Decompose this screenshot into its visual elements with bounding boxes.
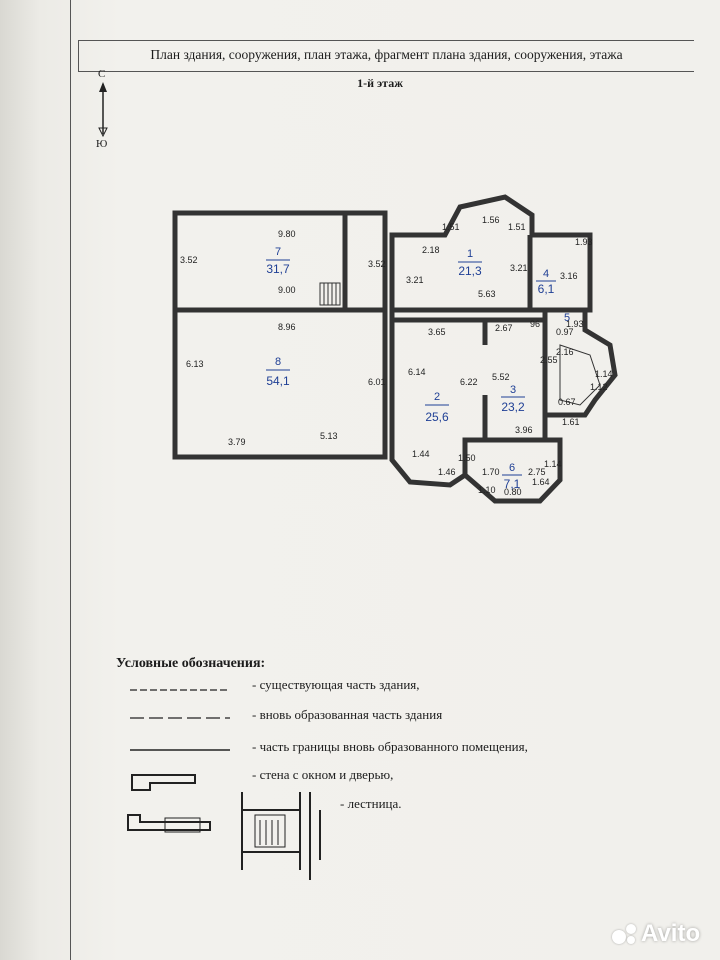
outer-wall-right-bottom	[389, 310, 490, 488]
dim-label: 8.96	[278, 322, 296, 332]
dim-label: 2.18	[422, 245, 440, 255]
dim-label: 3.21	[510, 263, 528, 273]
dim-label: 3.79	[228, 437, 246, 447]
compass: С Ю	[94, 68, 114, 152]
dim-label: 2.55	[540, 355, 558, 365]
legend-item-wall: - стена с окном и дверью,	[252, 767, 394, 782]
room-number-2: 2	[434, 391, 440, 403]
room-number-6: 6	[509, 462, 515, 474]
dim-label: 5.13	[320, 431, 338, 441]
room-area-8: 54,1	[266, 374, 290, 388]
dim-label: 1.14	[595, 369, 613, 379]
dim-label: 96	[530, 319, 540, 329]
legend-item-stairs: - лестница.	[340, 796, 402, 811]
room-number-7: 7	[275, 246, 281, 258]
floor-title: 1-й этаж	[357, 76, 403, 90]
room-number-8: 8	[275, 356, 281, 368]
dim-label: 1.56	[482, 215, 500, 225]
dim-label: 3.16	[560, 271, 578, 281]
dim-label: 1.51	[508, 222, 526, 232]
compass-north-label: С	[98, 68, 106, 80]
legend-symbols	[127, 689, 321, 880]
legend-item-existing: - существующая часть здания,	[252, 677, 420, 692]
dim-label: 6.13	[186, 359, 204, 369]
dim-label: 1.10	[478, 485, 496, 495]
dim-label: 9.80	[278, 229, 296, 239]
dim-label: 0.97	[556, 327, 574, 337]
dim-label: 5.52	[492, 372, 510, 382]
watermark: Avito	[612, 920, 700, 948]
dim-label: 1.51	[442, 222, 460, 232]
floor-plan: 3.52 9.80 9.00 3.52 2.18 3.21 1.51 1.56 …	[172, 194, 618, 504]
header-box: План здания, сооружения, план этажа, фра…	[78, 40, 694, 72]
room-area-1: 21,3	[458, 264, 482, 278]
page-frame	[70, 0, 720, 960]
outer-wall-hall	[172, 307, 388, 460]
room-area-4: 6,1	[538, 282, 555, 296]
room-area-2: 25,6	[425, 410, 449, 424]
dim-label: 1.64	[532, 477, 550, 487]
compass-south-label: Ю	[96, 138, 108, 150]
dim-label: 1.93	[575, 237, 593, 247]
room-number-3: 3	[510, 384, 516, 396]
dim-label: 9.00	[278, 285, 296, 295]
dim-label: 6.22	[460, 377, 478, 387]
dim-label: 2.67	[495, 323, 513, 333]
dim-label: 1.70	[482, 467, 500, 477]
dim-label: 0.80	[504, 487, 522, 497]
dim-label: 1.50	[458, 453, 476, 463]
room-area-7: 31,7	[266, 262, 290, 276]
room-number-4: 4	[543, 268, 549, 280]
legend-title: Условные обозначения:	[116, 656, 266, 671]
header-title: План здания, сооружения, план этажа, фра…	[150, 47, 623, 62]
legend-item-new: - вновь образованная часть здания	[252, 707, 443, 722]
dim-label: 3.21	[406, 275, 424, 285]
dim-label: 3.96	[515, 425, 533, 435]
dim-label: 1.61	[562, 417, 580, 427]
dim-label: 3.52	[180, 255, 198, 265]
dim-label: 3.65	[428, 327, 446, 337]
room-number-5: 5	[564, 312, 570, 324]
dim-label: 1.93	[566, 319, 584, 329]
dim-label: 0.67	[558, 397, 576, 407]
outer-wall-center	[389, 194, 593, 313]
dim-label: 6.14	[408, 367, 426, 377]
dim-label: 3.52	[368, 259, 386, 269]
room-area-6: 7,1	[504, 477, 521, 491]
avito-logo-icon	[612, 923, 638, 946]
dim-label: 1.14	[544, 459, 562, 469]
dim-label: 6.01	[368, 377, 386, 387]
compass-arrow-icon	[98, 82, 108, 138]
legend-item-boundary: - часть границы вновь образованного поме…	[252, 739, 528, 754]
legend-stair-icon	[241, 792, 301, 870]
dimension-labels: 3.52 9.80 9.00 3.52 2.18 3.21 1.51 1.56 …	[180, 215, 613, 497]
dim-label: 5.63	[478, 289, 496, 299]
legend-wall-window-door-icon	[131, 774, 196, 791]
dim-label: 2.16	[556, 347, 574, 357]
room-area-3: 23,2	[501, 400, 525, 414]
dim-label: 1.12	[590, 382, 608, 392]
room-labels: 7 31,7 8 54,1 1 21,3 4 6,1 5 2 25,6 3 23…	[266, 246, 570, 491]
dim-label: 1.44	[412, 449, 430, 459]
dim-label: 2.75	[528, 467, 546, 477]
room-number-1: 1	[467, 248, 473, 260]
watermark-text: Avito	[641, 920, 701, 947]
dim-label: 1.46	[438, 467, 456, 477]
